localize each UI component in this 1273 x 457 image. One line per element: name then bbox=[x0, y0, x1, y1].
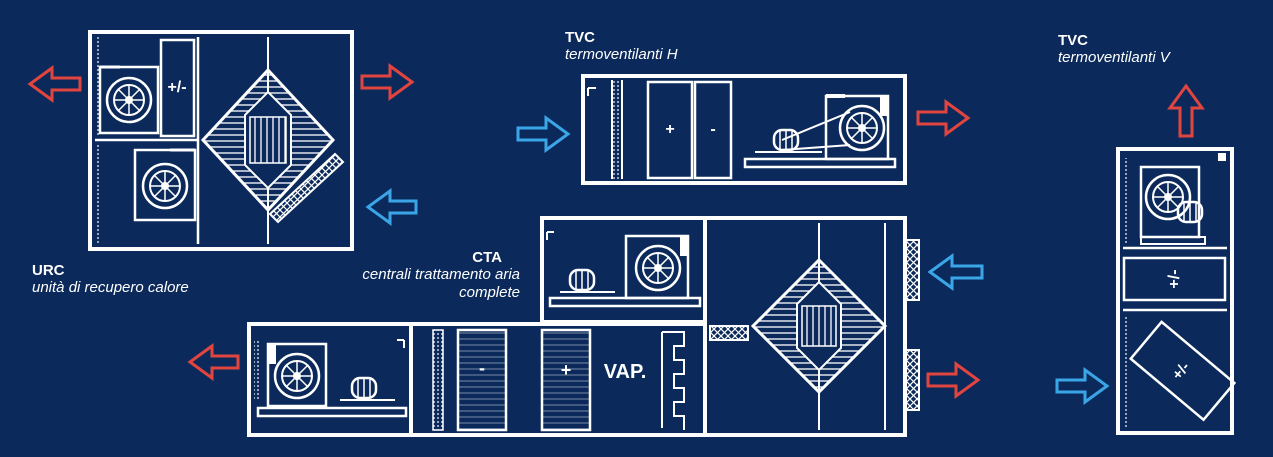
urc-coil-mark: +/- bbox=[167, 79, 186, 96]
urc-exhaust-left-arrow bbox=[27, 65, 82, 103]
tvc-v-subtitle: termoventilanti V bbox=[1058, 49, 1170, 67]
cta-bottom-motor-icon bbox=[350, 376, 378, 400]
cta-label: CTA centrali trattamento aria complete bbox=[300, 249, 520, 301]
urc-fan-upper-icon bbox=[105, 76, 153, 124]
tvc-h-label: TVC termoventilanti H bbox=[565, 29, 678, 64]
cta-bottom-unit bbox=[247, 322, 707, 437]
tvc-h-fan-icon bbox=[838, 104, 886, 152]
urc-unit bbox=[88, 30, 354, 251]
urc-intake-left-arrow bbox=[365, 188, 418, 226]
cta-top-fan-icon bbox=[634, 244, 682, 292]
urc-intake-right-arrow-red bbox=[360, 63, 415, 101]
tvc-v-label: TVC termoventilanti V bbox=[1058, 32, 1170, 67]
tvc-v-unit bbox=[1116, 147, 1237, 435]
tvc-h-exhaust-arrow bbox=[916, 99, 971, 137]
urc-fan-lower-icon bbox=[141, 162, 189, 210]
tvc-v-coil-mark: +/- bbox=[1166, 269, 1183, 288]
cta-bottom-fan-icon bbox=[273, 352, 321, 400]
tvc-h-title: TVC bbox=[565, 29, 595, 46]
cta-exhaust-left-arrow bbox=[187, 343, 240, 381]
tvc-h-coil-plus-mark: + bbox=[665, 121, 674, 138]
cta-subtitle-line2: complete bbox=[459, 283, 520, 301]
tvc-h-subtitle: termoventilanti H bbox=[565, 46, 678, 64]
tvc-h-unit bbox=[581, 74, 907, 185]
cta-humidifier-mark: VAP. bbox=[604, 361, 647, 383]
cta-coil-minus-mark: - bbox=[479, 358, 485, 378]
tvc-v-filter-mark: +/- bbox=[1169, 359, 1194, 384]
urc-subtitle: unità di recupero calore bbox=[32, 279, 189, 297]
urc-title: URC bbox=[32, 262, 65, 279]
cta-subtitle-line1: centrali trattamento aria bbox=[362, 266, 520, 284]
tvc-v-title: TVC bbox=[1058, 32, 1088, 49]
cta-recovery-unit bbox=[703, 216, 920, 437]
tvc-h-coil-minus-mark: - bbox=[710, 121, 715, 138]
tvc-h-motor-icon bbox=[772, 128, 800, 152]
tvc-h-intake-arrow bbox=[516, 115, 571, 153]
cta-top-motor-icon bbox=[568, 268, 596, 292]
cta-title: CTA bbox=[472, 249, 502, 266]
cta-intake-left-arrow bbox=[927, 253, 984, 291]
cta-exhaust-right-arrow bbox=[926, 361, 981, 399]
cta-coil-plus-mark: + bbox=[561, 360, 572, 380]
tvc-v-intake-arrow bbox=[1055, 367, 1110, 405]
tvc-v-exhaust-up-arrow bbox=[1167, 83, 1205, 138]
urc-label: URC unità di recupero calore bbox=[32, 262, 189, 297]
